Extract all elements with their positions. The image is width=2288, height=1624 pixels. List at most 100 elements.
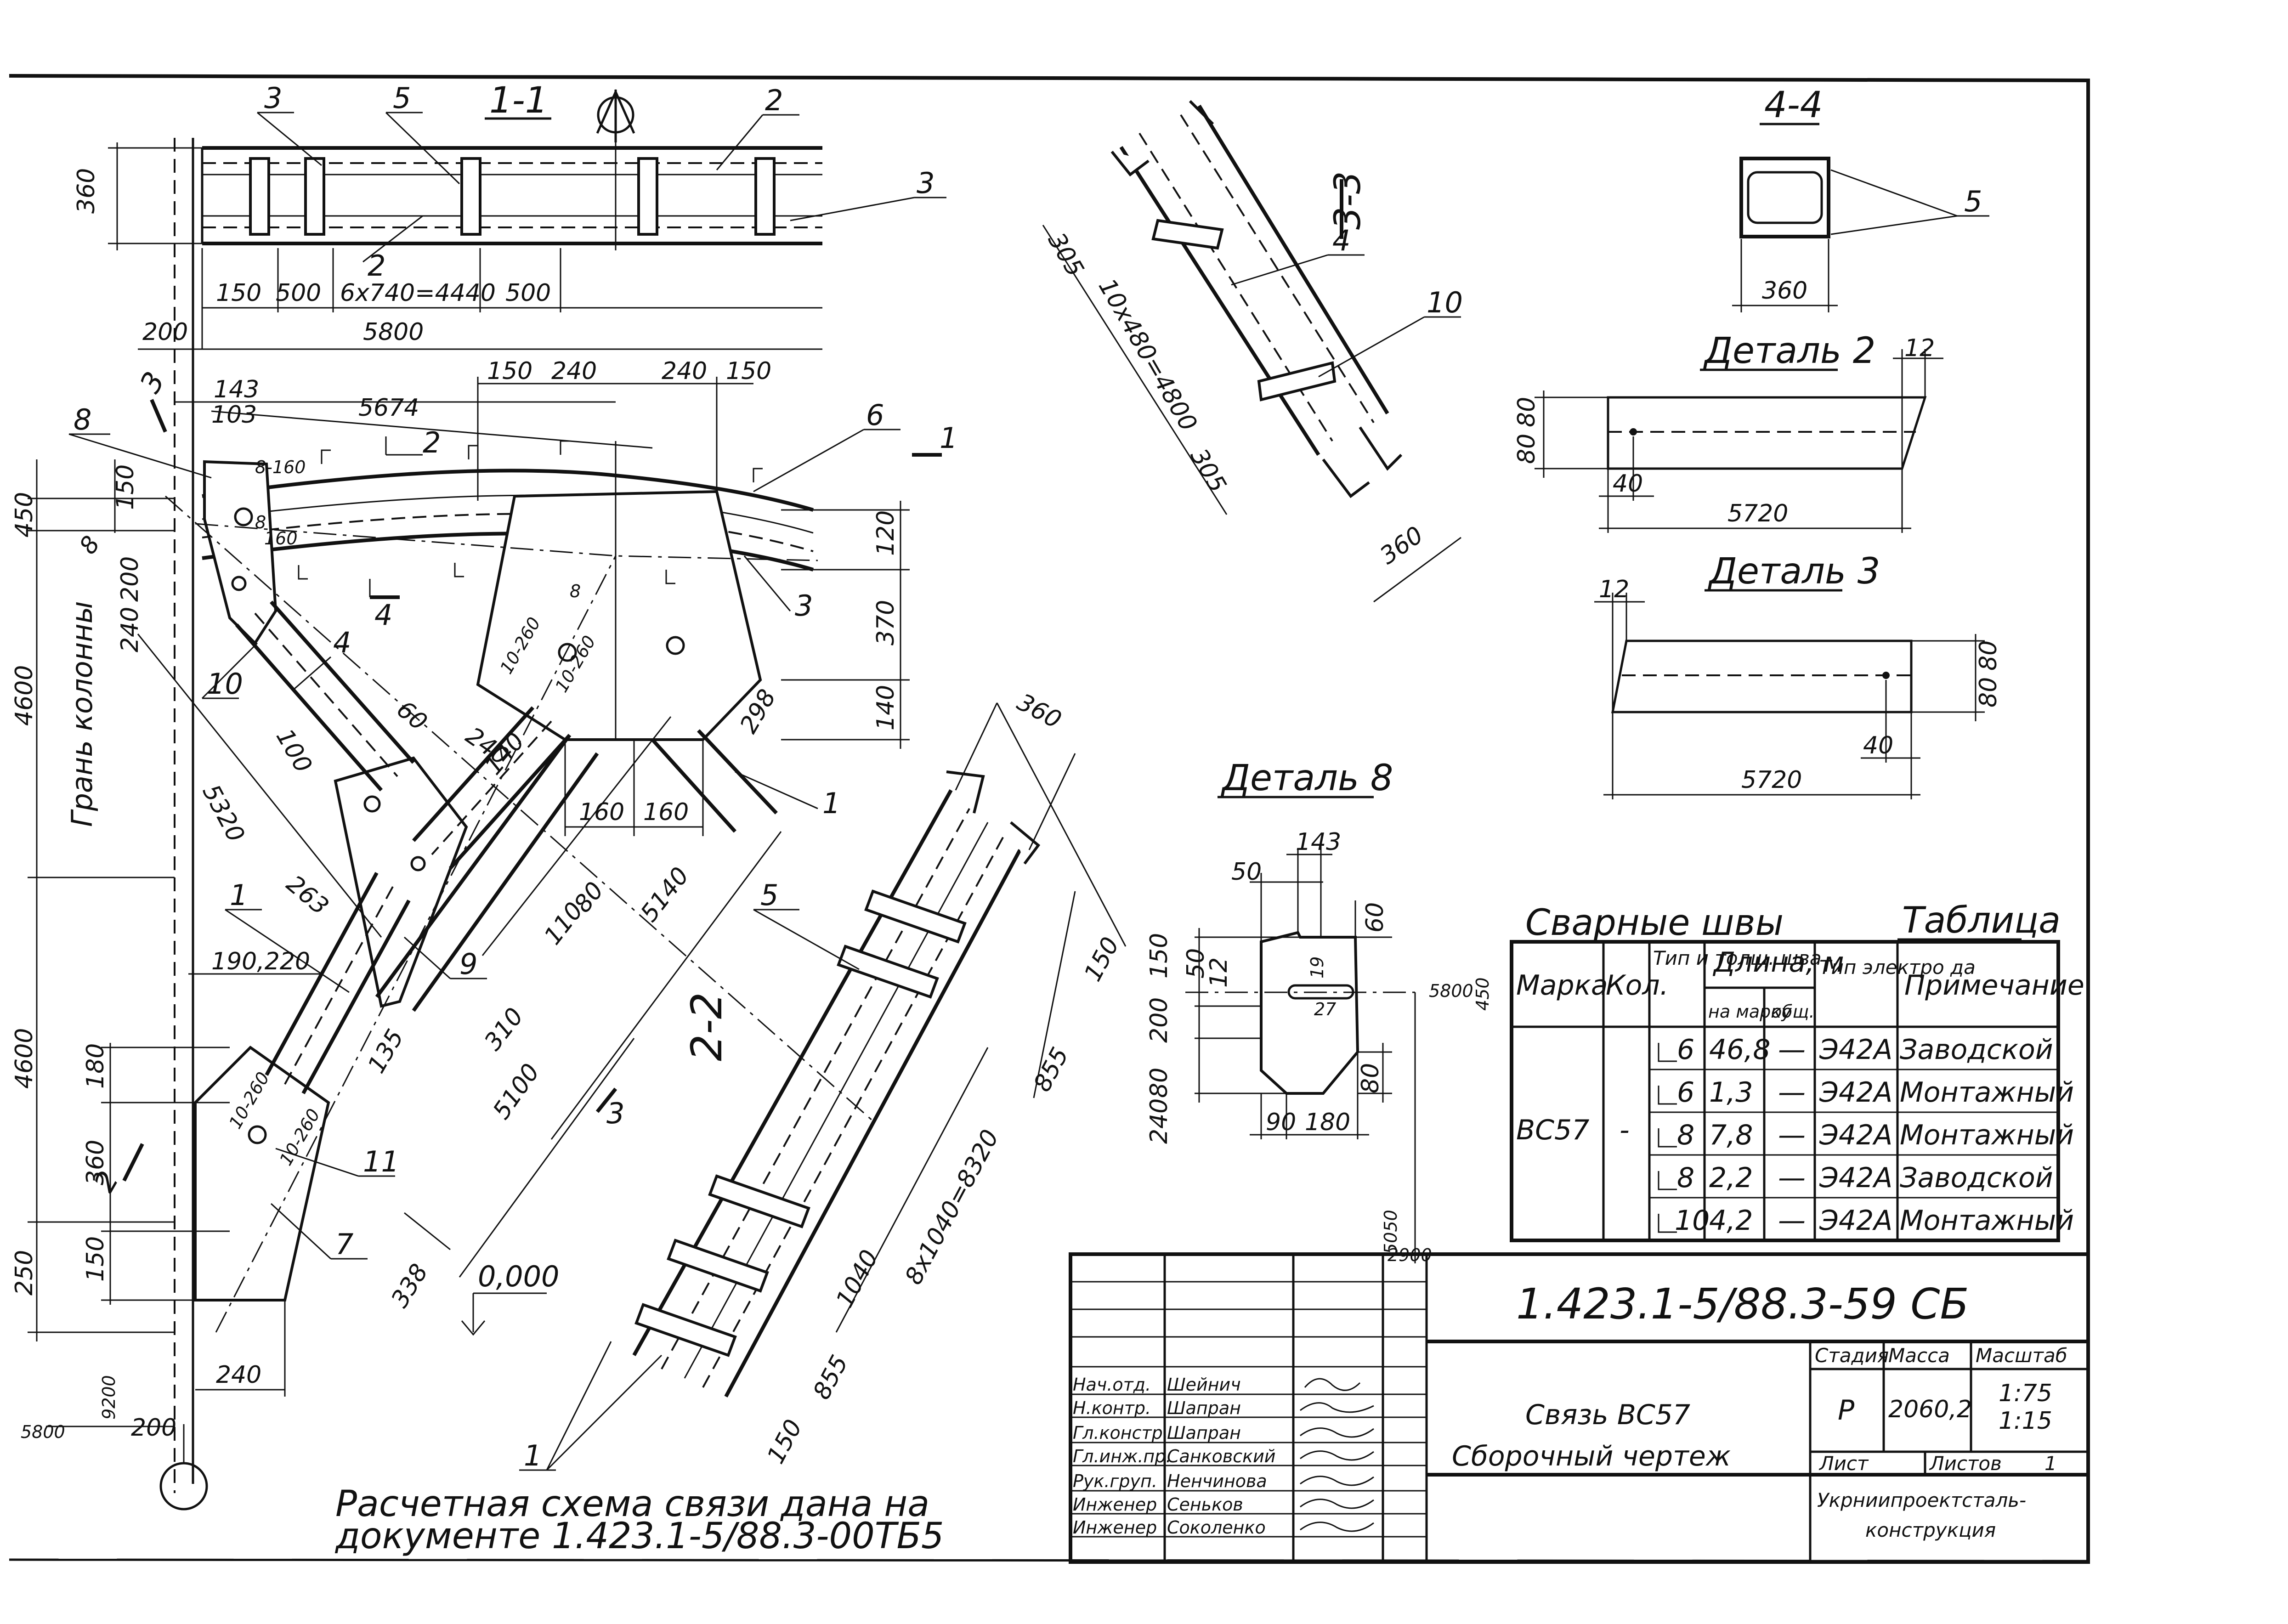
note-line1: Расчетная схема связи дана на <box>335 1483 929 1525</box>
mass-label: Масса <box>1888 1344 1950 1367</box>
role-6: Инженер <box>1073 1494 1157 1515</box>
weld-row-3-electrode: Э42А <box>1819 1119 1892 1151</box>
section-4-4: 4-4 360 5 <box>1732 85 1989 312</box>
callout-3-3-4: 4 <box>1332 224 1350 257</box>
callout-8: 8 <box>74 403 91 436</box>
weld-qty: - <box>1620 1114 1630 1146</box>
weld-8-160a: 8-160 <box>255 457 306 477</box>
weld-row-5-electrode: Э42А <box>1819 1205 1892 1237</box>
role-3: Гл.констр. <box>1073 1423 1168 1443</box>
sheets-value: 1 <box>2044 1452 2057 1475</box>
dim-2-2-855b: 855 <box>808 1351 854 1404</box>
dim-370: 370 <box>872 600 900 645</box>
weld-header-length: Длина, м <box>1712 946 1844 979</box>
sec-mark-3b: 3 <box>606 1097 624 1130</box>
dim-263: 263 <box>281 870 334 921</box>
weld-160: 160 <box>264 528 298 549</box>
dim-310: 310 <box>479 1003 529 1056</box>
callout-3: 3 <box>795 589 813 622</box>
weld-mark: ВС57 <box>1516 1114 1589 1146</box>
weld-row-3-type: 8 <box>1677 1119 1694 1151</box>
dim-240e: 240 <box>216 1361 261 1389</box>
detail-8-180: 180 <box>1305 1109 1350 1136</box>
detail-2-80b: 80 <box>1513 434 1540 464</box>
weld-row-1-total: — <box>1778 1034 1806 1066</box>
table-row: 8 2,2 — Э42А Заводской <box>1658 1162 2053 1194</box>
name-3: Шапран <box>1167 1423 1241 1443</box>
dim-250: 250 <box>11 1250 38 1296</box>
callout-4: 4 <box>333 626 351 659</box>
callout-1b: 1 <box>230 878 248 912</box>
dim-4-4-360: 360 <box>1762 277 1807 305</box>
beam-clips <box>298 440 763 584</box>
stage-label: Стадия <box>1815 1344 1889 1367</box>
name-2: Шапран <box>1167 1398 1241 1418</box>
detail-8-19: 19 <box>1307 956 1327 979</box>
callout-3-3-10: 10 <box>1427 286 1463 319</box>
note: Расчетная схема связи дана на документе … <box>334 1483 944 1557</box>
detail-8-12: 12 <box>1205 957 1233 988</box>
weld-row-1-type: 6 <box>1677 1034 1694 1066</box>
weld-header-note: Примечание <box>1904 969 2084 1002</box>
section-1-1-title: 1-1 <box>489 80 548 121</box>
section-2-2-title: 2-2 <box>682 992 731 1061</box>
callout-1-1-2a: 2 <box>765 84 783 117</box>
name-1: Шейнич <box>1167 1375 1241 1395</box>
scale-value-1: 1:75 <box>1999 1380 2052 1407</box>
sec-mark-3a: 3 <box>133 366 171 399</box>
dim-3-3-pitch: 10x480=4800 <box>1093 274 1202 436</box>
dim-200: 200 <box>116 556 144 602</box>
dim-360: 360 <box>82 1140 109 1185</box>
dim-1-1-150: 150 <box>216 279 261 307</box>
weld-row-2-len: 1,3 <box>1709 1076 1753 1109</box>
dim-240c: 240 <box>116 607 144 652</box>
grid-axis-bubble <box>159 1462 208 1511</box>
dim-450: 450 <box>11 492 38 538</box>
detail-8-80b: 80 <box>1357 1063 1384 1093</box>
detail-8-50b: 50 <box>1182 948 1210 979</box>
dim-2-2-150a: 150 <box>1079 933 1125 986</box>
detail-8-90: 90 <box>1266 1109 1296 1136</box>
weld-row-3-len: 7,8 <box>1709 1119 1753 1151</box>
detail-2-5720: 5720 <box>1727 500 1788 527</box>
detail-2-80a: 80 <box>1513 397 1540 427</box>
callout-1-1-3b: 3 <box>917 166 934 200</box>
role-5: Рук.груп. <box>1073 1471 1157 1491</box>
detail-8-150: 150 <box>1145 933 1173 979</box>
weld-row-3-note: Монтажный <box>1900 1119 2074 1151</box>
org-line2: конструкция <box>1865 1519 1996 1541</box>
dim-1-1-left: 200 <box>142 318 188 346</box>
dim-200-bottom: 200 <box>131 1414 176 1442</box>
weld-row-3-total: — <box>1778 1119 1806 1151</box>
weld-row-1-len: 46,8 <box>1709 1034 1771 1066</box>
dim-1-1-pitch: 6x740=4440 <box>340 279 496 307</box>
detail-8: Деталь 8 150 50 12 200 80 240 143 50 60 … <box>1145 758 1493 1265</box>
axis-symbol-icon <box>596 89 635 142</box>
detail-3-80a: 80 <box>1975 640 2002 671</box>
weld-row-4-note: Заводской <box>1900 1162 2053 1194</box>
dim-4600a: 4600 <box>11 665 38 726</box>
dim-3-3-360: 360 <box>1375 521 1428 570</box>
callout-9: 9 <box>459 947 477 981</box>
weld-row-5-type: 10 <box>1675 1205 1710 1237</box>
dim-120: 120 <box>872 510 900 556</box>
callout-2-2-1: 1 <box>524 1439 542 1472</box>
dim-240: 8 <box>74 531 105 560</box>
sheets-label: Листов <box>1929 1452 2002 1475</box>
dim-60: 60 <box>391 696 432 736</box>
weld-header-total: общ. <box>1771 1002 1815 1022</box>
drawing-name-line2: Сборочный чертеж <box>1452 1440 1731 1472</box>
dim-150c: 150 <box>112 464 139 510</box>
sec-mark-1: 1 <box>940 421 957 455</box>
signatures <box>1300 1378 1374 1532</box>
weld-row-5-total: — <box>1778 1205 1806 1237</box>
dim-150a: 150 <box>487 357 532 385</box>
weld-row-2-total: — <box>1778 1076 1806 1109</box>
detail-8-27: 27 <box>1314 999 1336 1019</box>
detail-8-title: Деталь 8 <box>1221 758 1393 799</box>
level-mark: 0,000 <box>461 1260 560 1336</box>
role-2: Н.контр. <box>1073 1398 1151 1418</box>
callout-6: 6 <box>866 398 884 432</box>
scale-label: Масштаб <box>1976 1344 2067 1367</box>
detail-3-40: 40 <box>1863 732 1893 759</box>
